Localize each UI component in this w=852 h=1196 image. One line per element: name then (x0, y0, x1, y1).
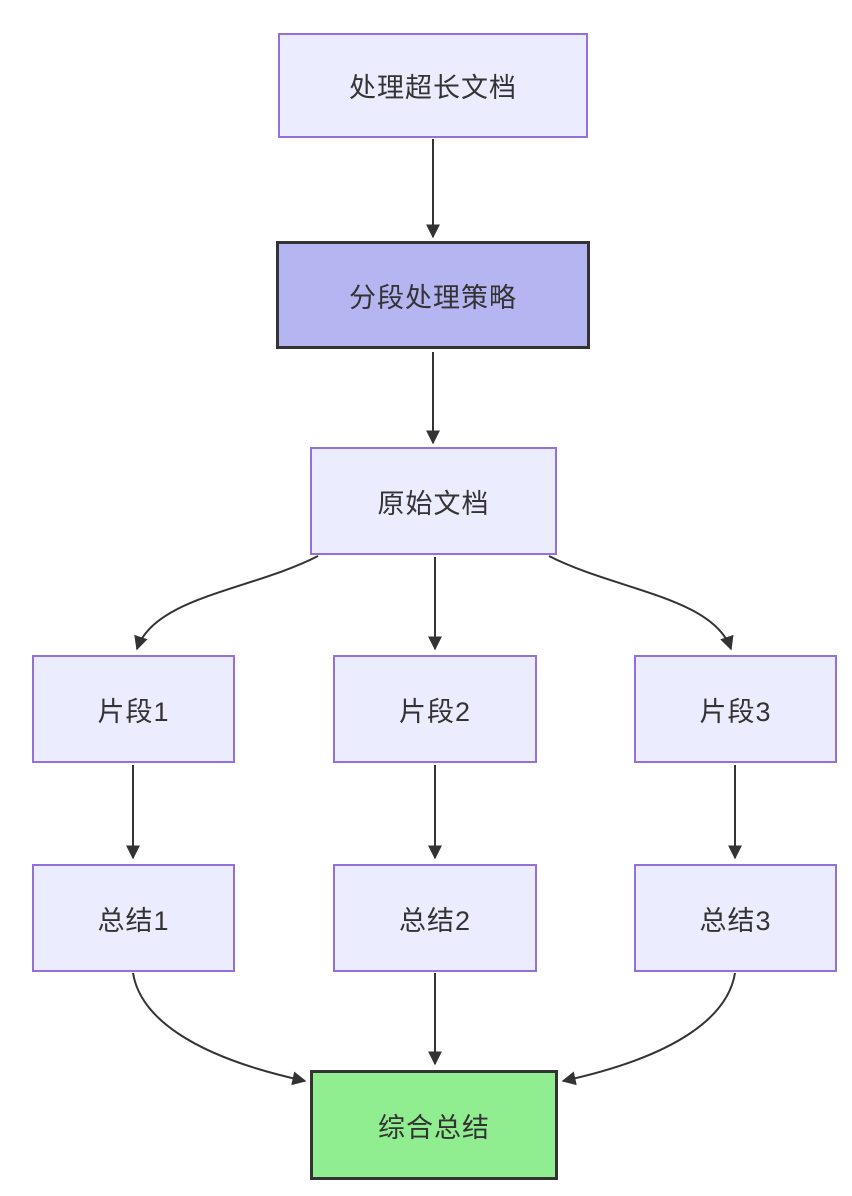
node-label: 分段处理策略 (349, 282, 517, 313)
node-summary-3: 总结3 (634, 864, 837, 972)
edge-C-D1 (134, 555, 319, 651)
node-original-document: 原始文档 (310, 447, 557, 555)
node-summary-2: 总结2 (333, 864, 537, 972)
node-final-summary: 综合总结 (310, 1070, 558, 1180)
node-label: 原始文档 (377, 488, 490, 519)
node-label: 总结1 (97, 905, 170, 936)
node-label: 综合总结 (378, 1112, 490, 1143)
edge-C-D3 (548, 555, 734, 651)
node-label: 处理超长文档 (349, 73, 517, 103)
node-summary-1: 总结1 (32, 864, 235, 972)
node-label: 总结2 (398, 905, 472, 936)
node-fragment-1: 片段1 (32, 655, 235, 763)
node-label: 片段2 (398, 696, 472, 727)
edge-E3-F (561, 972, 736, 1086)
node-fragment-3: 片段3 (634, 655, 837, 763)
node-segmentation-strategy: 分段处理策略 (276, 241, 590, 349)
edge-E1-F (132, 972, 307, 1086)
node-handle-long-document: 处理超长文档 (278, 33, 588, 138)
node-label: 总结3 (699, 905, 772, 936)
node-label: 片段3 (699, 696, 772, 727)
node-label: 片段1 (97, 696, 170, 727)
node-fragment-2: 片段2 (333, 655, 537, 763)
